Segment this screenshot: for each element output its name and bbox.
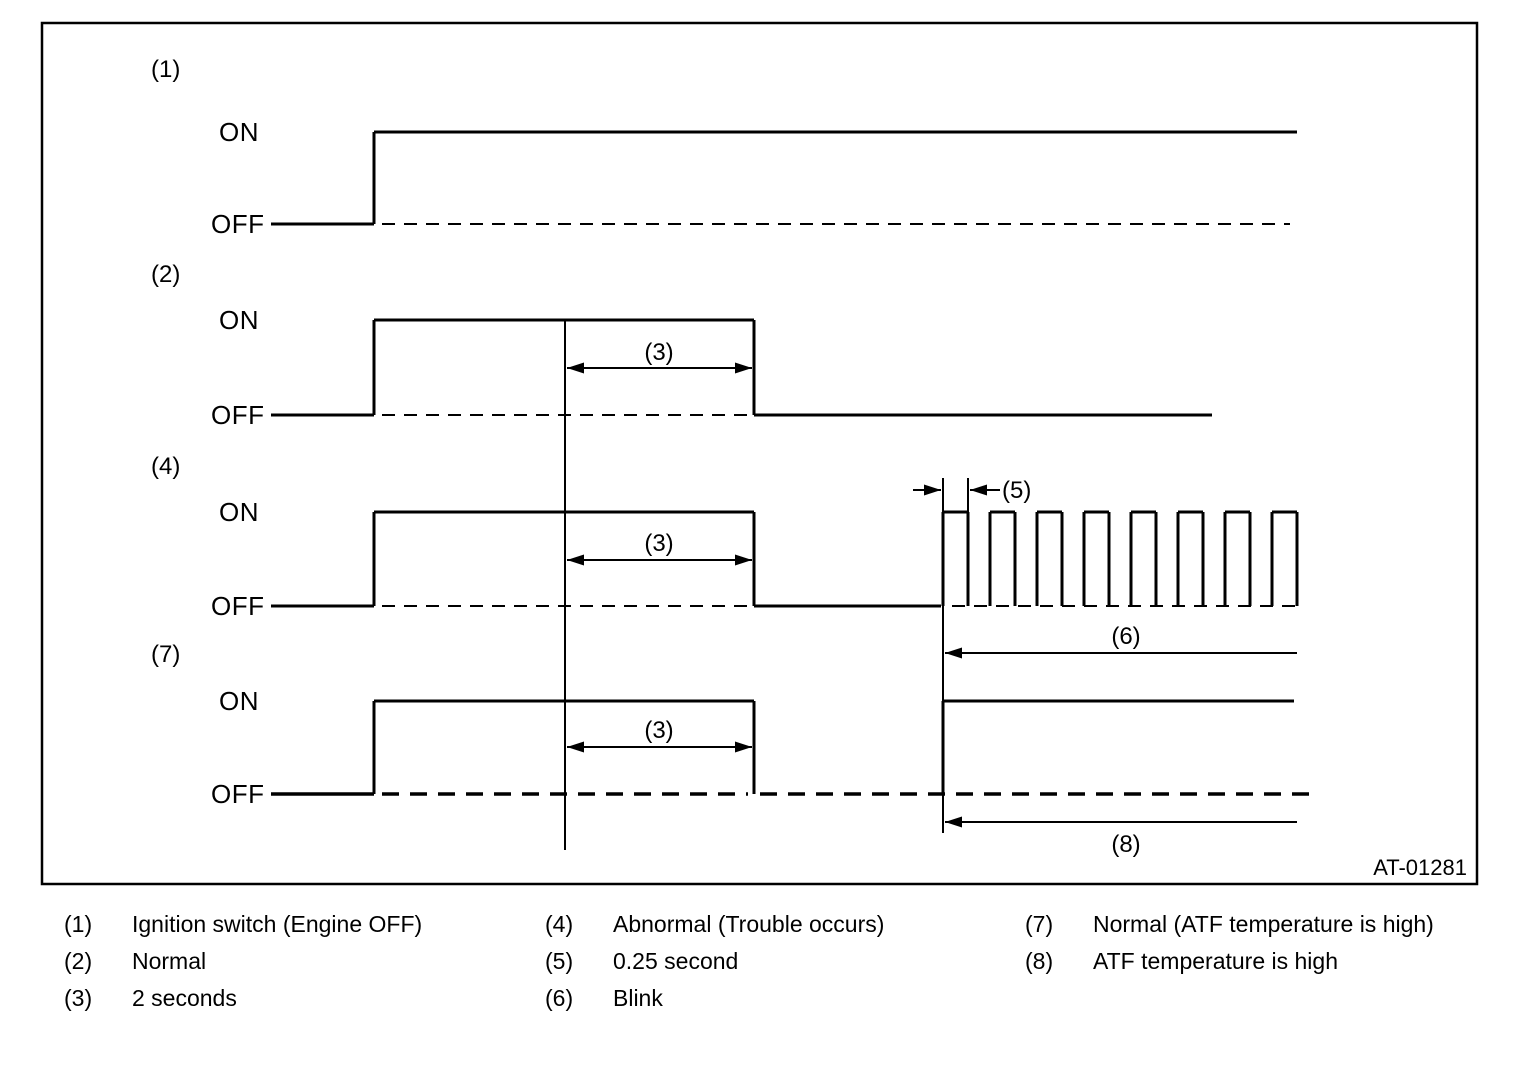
arrow-3-t7-head: [567, 741, 584, 753]
annotation-6: (6): [1111, 623, 1141, 650]
annotation-3-t7: (3): [644, 717, 674, 744]
trace-1-off-label: OFF: [211, 209, 265, 239]
legend-item: (5) 0.25 second: [545, 949, 884, 973]
legend-item: (7) Normal (ATF temperature is high): [1025, 912, 1434, 936]
legend-label: 0.25 second: [613, 948, 739, 974]
legend-item: (8) ATF temperature is high: [1025, 949, 1434, 973]
frame-border: [40, 21, 1479, 886]
legend-item: (1) Ignition switch (Engine OFF): [64, 912, 422, 936]
legend-column-3: (7) Normal (ATF temperature is high) (8)…: [1025, 912, 1434, 973]
waveforms: [271, 130, 1317, 850]
legend-num: (8): [1025, 948, 1054, 974]
trace-4-label: (4): [151, 453, 181, 480]
legend-label: ATF temperature is high: [1093, 948, 1339, 974]
annotation-5: (5): [1002, 477, 1032, 504]
legend-item: (2) Normal: [64, 949, 422, 973]
arrow-3-t2-head: [567, 362, 584, 374]
arrow-5-left-head: [924, 484, 941, 496]
trace-7-on-label: ON: [219, 686, 259, 716]
legend-column-1: (1) Ignition switch (Engine OFF) (2) Nor…: [64, 912, 422, 1010]
arrow-5-right-head: [970, 484, 987, 496]
annotation-3-t4: (3): [644, 530, 674, 557]
legend-label: Ignition switch (Engine OFF): [132, 911, 423, 937]
trace-1-label: (1): [151, 56, 181, 83]
trace-2-on-label: ON: [219, 305, 259, 335]
trace-2-off-label: OFF: [211, 400, 265, 430]
legend-column-2: (4) Abnormal (Trouble occurs) (5) 0.25 s…: [545, 912, 884, 1010]
annotation-3-t2: (3): [644, 339, 674, 366]
trace-4-on-label: ON: [219, 497, 259, 527]
trace-4-off-label: OFF: [211, 591, 265, 621]
arrow-3-t4-head: [735, 554, 752, 566]
arrow-3-t4-head: [567, 554, 584, 566]
arrow-8-head: [945, 816, 962, 828]
figure-code: AT-01281: [1373, 855, 1467, 880]
legend-label: Blink: [613, 985, 663, 1011]
legend-label: 2 seconds: [132, 985, 237, 1011]
legend-num: (1): [64, 911, 93, 937]
legend-item: (6) Blink: [545, 986, 884, 1010]
arrow-3-t7-head: [735, 741, 752, 753]
trace-7-label: (7): [151, 641, 181, 668]
trace-7-off-label: OFF: [211, 779, 265, 809]
legend-label: Abnormal (Trouble occurs): [613, 911, 885, 937]
annotation-8: (8): [1111, 831, 1141, 858]
legend-label: Normal: [132, 948, 207, 974]
legend-label: Normal (ATF temperature is high): [1093, 911, 1434, 937]
legend-num: (4): [545, 911, 574, 937]
legend-num: (2): [64, 948, 93, 974]
trace-1-on-label: ON: [219, 117, 259, 147]
legend-num: (5): [545, 948, 574, 974]
trace-2-label: (2): [151, 261, 181, 288]
legend-item: (4) Abnormal (Trouble occurs): [545, 912, 884, 936]
arrow-6-head: [945, 647, 962, 659]
arrow-3-t2-head: [735, 362, 752, 374]
legend-num: (7): [1025, 911, 1054, 937]
legend-num: (3): [64, 985, 93, 1011]
legend-item: (3) 2 seconds: [64, 986, 422, 1010]
legend-num: (6): [545, 985, 574, 1011]
